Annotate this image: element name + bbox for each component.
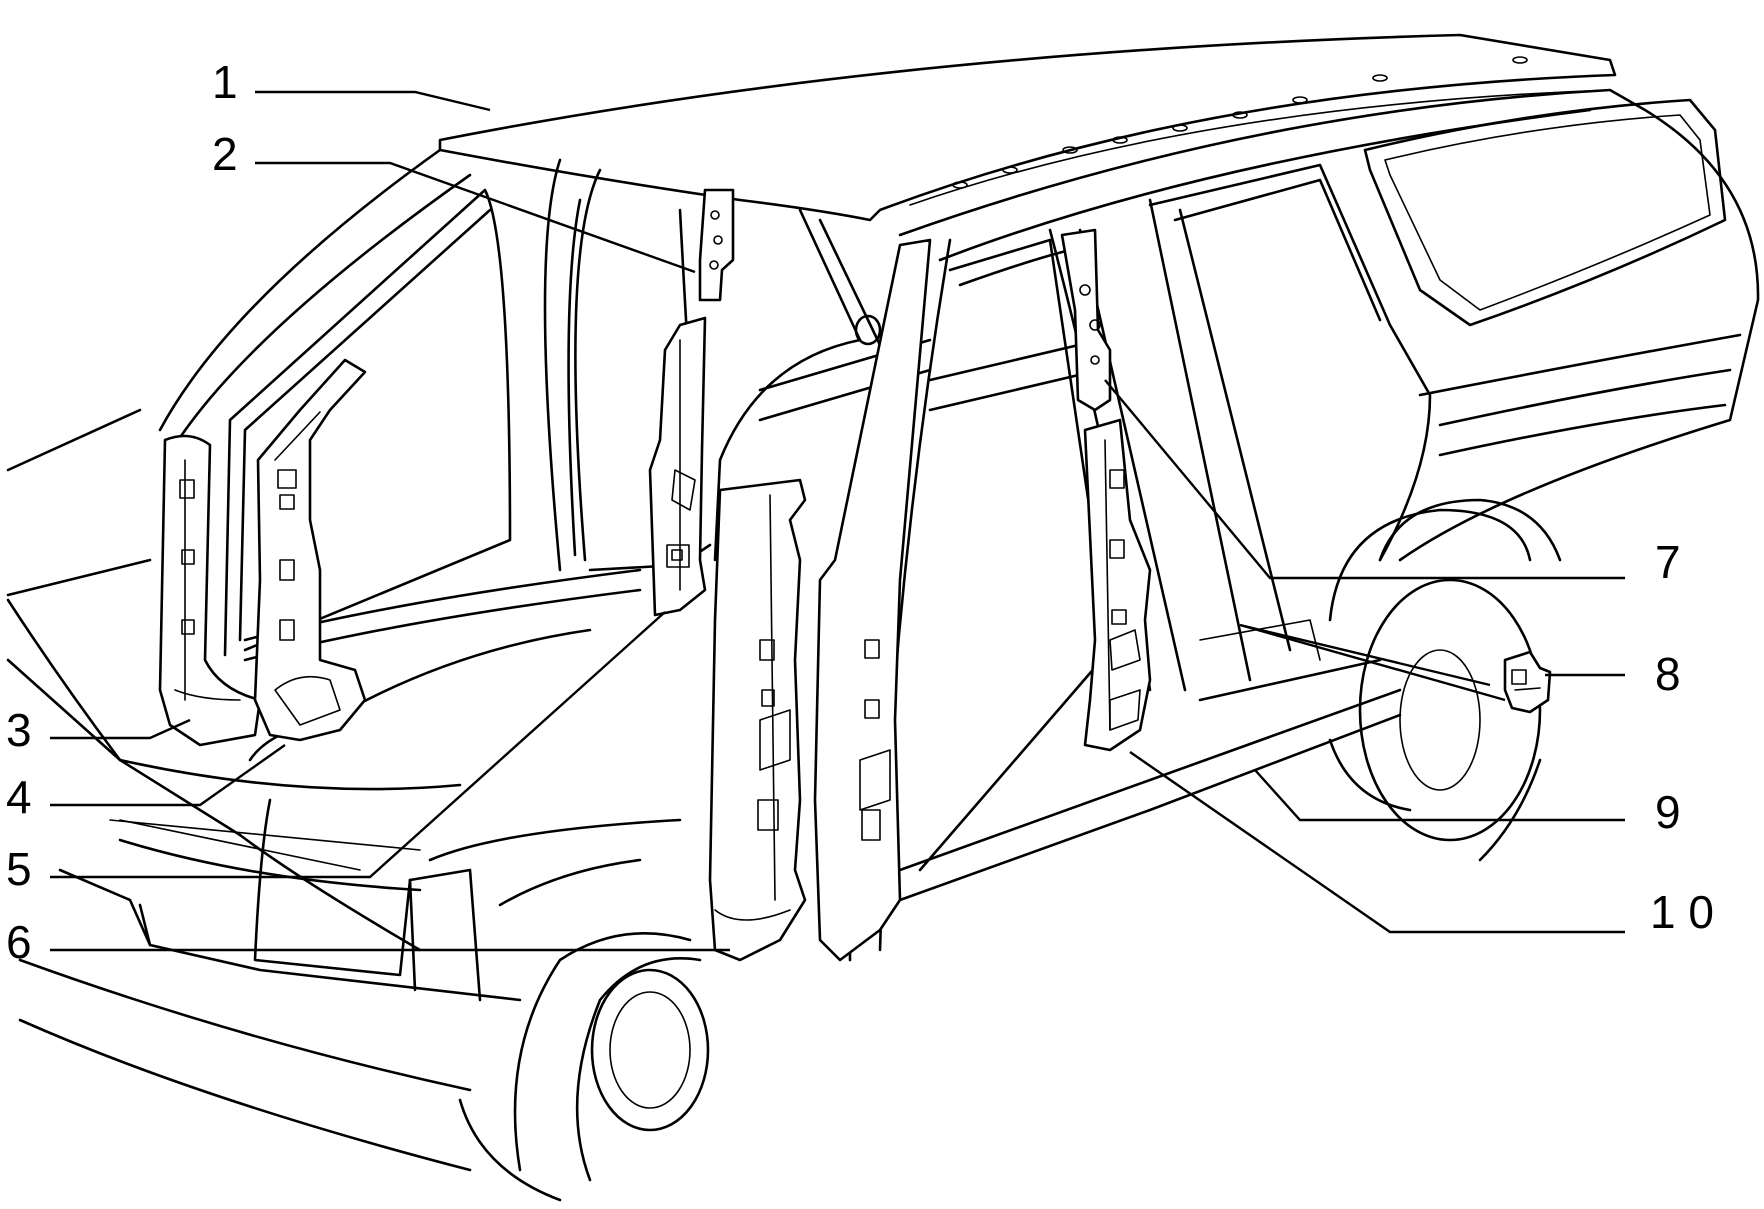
part-8-clip	[1503, 650, 1552, 714]
callout-5: 5	[6, 843, 32, 895]
part-5-pillar-inner	[648, 316, 707, 617]
callout-1: 1	[212, 56, 238, 108]
part-6-b-pillar-front	[708, 478, 807, 962]
callout-6: 6	[6, 916, 32, 968]
leader-lines	[50, 90, 1625, 952]
callout-9: 9	[1655, 786, 1681, 838]
part-3-a-pillar	[158, 434, 262, 747]
part-2-pillar-upper-reinforcement	[698, 188, 735, 302]
part-4-a-pillar-inner	[253, 358, 367, 742]
callout-numbers: 1 2 3 4 5 6 7 8 9 1 0	[6, 56, 1714, 968]
b-pillar-outer	[813, 238, 932, 962]
callout-8: 8	[1655, 648, 1681, 700]
callout-10: 1 0	[1650, 886, 1714, 938]
callout-2: 2	[212, 128, 238, 180]
callout-4: 4	[6, 771, 32, 823]
callout-3: 3	[6, 704, 32, 756]
callout-7: 7	[1655, 536, 1681, 588]
part-7-c-pillar-upper-reinforcement	[1060, 228, 1112, 412]
part-10-c-pillar-lower	[1083, 418, 1152, 752]
